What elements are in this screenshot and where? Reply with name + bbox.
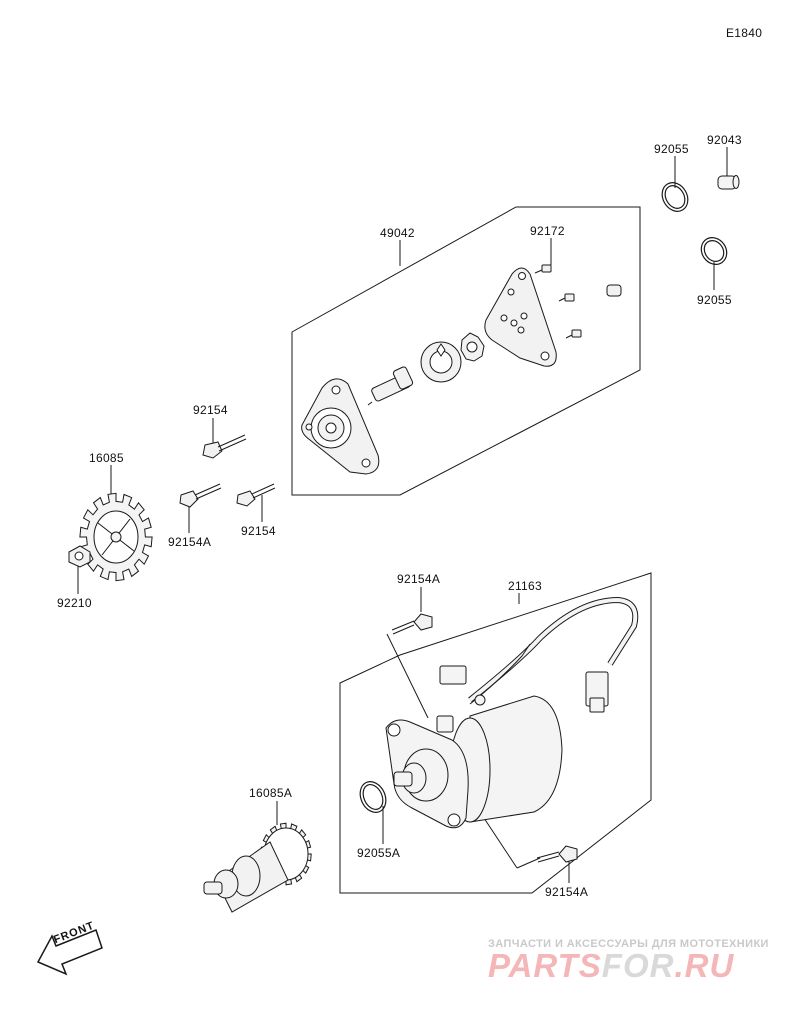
label-16085: 16085: [89, 451, 124, 465]
watermark-tagline: ЗАПЧАСТИ И АКСЕССУАРЫ ДЛЯ МОТОТЕХНИКИ: [488, 938, 769, 950]
watermark-brand-part3: .RU: [674, 947, 735, 984]
watermark-brand-part2: FOR: [601, 947, 675, 984]
label-21163: 21163: [508, 579, 542, 593]
diagram-code: E1840: [726, 26, 763, 40]
bushing-92043: [717, 175, 740, 190]
pump-assembly-49042: [301, 264, 622, 475]
label-92154-b: 92154: [241, 524, 276, 538]
label-49042: 49042: [380, 226, 415, 240]
label-92172: 92172: [530, 224, 565, 238]
bolt-92154A-lower: [536, 845, 578, 863]
sprocket-16085: [79, 492, 153, 582]
label-92154A-lower: 92154A: [545, 885, 589, 899]
label-92043: 92043: [707, 133, 742, 147]
bolt-92154A-upper: [391, 613, 433, 635]
label-92055-right: 92055: [697, 293, 732, 307]
label-92055-top: 92055: [654, 142, 689, 156]
starter-clutch-16085A: [203, 822, 312, 913]
label-92154A-left: 92154A: [168, 535, 212, 549]
label-16085A: 16085A: [249, 786, 293, 800]
bolt-92154A-left: [179, 483, 222, 508]
bolt-92154-a: [202, 434, 247, 459]
label-92055A: 92055A: [357, 846, 401, 860]
label-92210: 92210: [57, 596, 92, 610]
watermark-brand-part1: PARTS: [488, 947, 602, 984]
label-92154A-upper: 92154A: [397, 572, 441, 586]
group-frame-21163: [339, 572, 652, 894]
watermark-brand: PARTSFOR.RU: [488, 947, 734, 985]
group-frame-49042: [291, 206, 641, 496]
starter-motor-21163: [385, 596, 639, 829]
nut-92210: [68, 545, 91, 568]
oring-92055A: [359, 781, 387, 813]
label-92154-a: 92154: [193, 403, 228, 417]
bolt-92154-b: [236, 483, 276, 507]
oring-92055-top: [661, 182, 689, 212]
front-arrow-icon: [36, 929, 103, 976]
oring-92055-right: [700, 237, 728, 265]
